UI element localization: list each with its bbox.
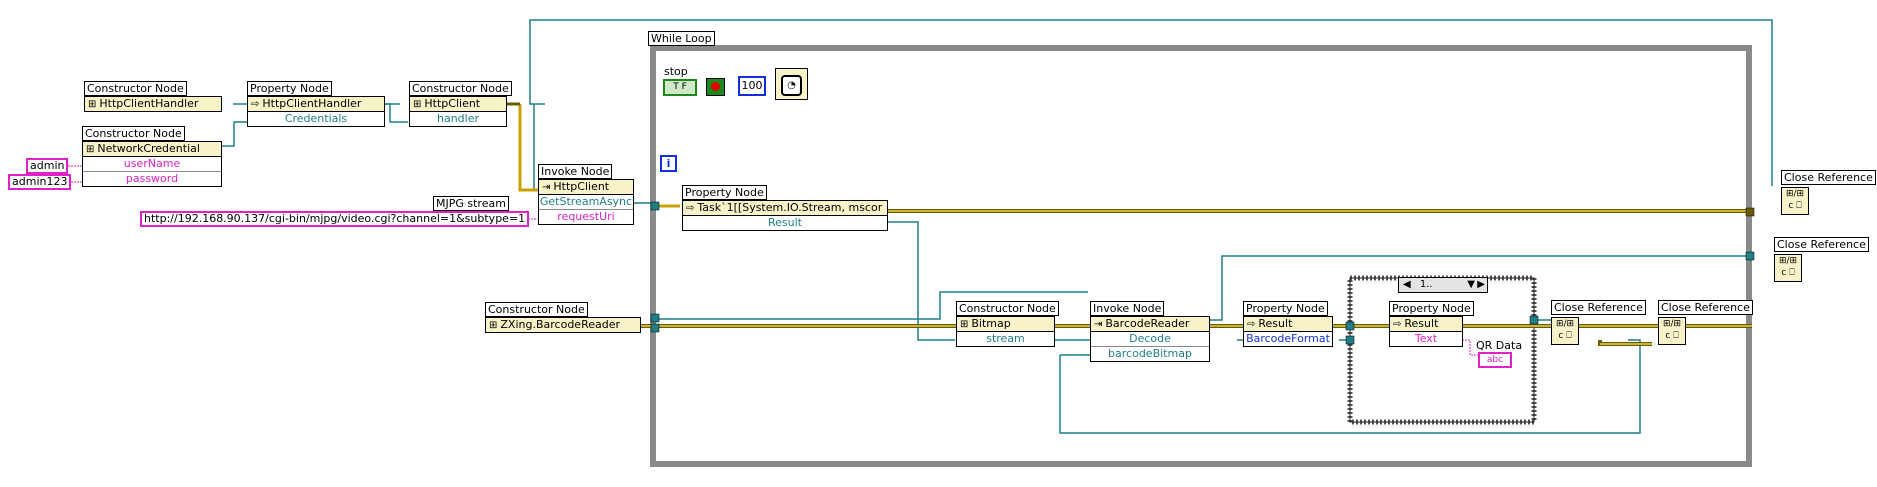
invoke-decode-item: BarcodeReader <box>1105 317 1190 330</box>
close-reference-4[interactable]: Close Reference ⊞/⊞c ⎕ <box>1658 300 1753 345</box>
password-input[interactable]: password <box>125 172 179 185</box>
close-reference-4-label: Close Reference <box>1658 300 1753 315</box>
barcodereader-ctor[interactable]: ⊞ZXing.BarcodeReader <box>485 317 641 333</box>
close-reference-1-label: Close Reference <box>1781 170 1876 185</box>
prop-task-header: Property Node <box>682 185 767 200</box>
while-loop-label: While Loop <box>648 31 715 46</box>
httpclient-ctor[interactable]: ⊞HttpClient handler <box>409 96 507 127</box>
qr-data-label: QR Data <box>1476 339 1523 352</box>
stop-boolean-control[interactable]: T F <box>663 79 697 96</box>
networkcredential-ctor-item: NetworkCredential <box>97 142 200 155</box>
close-reference-icon: ⊞/⊞c ⎕ <box>1781 187 1809 215</box>
prop-text-header: Property Node <box>1389 301 1474 316</box>
bitmap-ctor-header: Constructor Node <box>956 301 1059 316</box>
constructor-icon: ⊞ <box>960 319 969 330</box>
constructor-icon: ⊞ <box>88 99 97 110</box>
barcodereader-ctor-header: Constructor Node <box>485 302 588 317</box>
close-reference-icon: ⊞/⊞c ⎕ <box>1658 317 1686 345</box>
barcodereader-ctor-item: ZXing.BarcodeReader <box>500 318 620 331</box>
url-constant-label: MJPG stream <box>433 196 509 211</box>
property-icon: ⇨ <box>686 203 695 214</box>
httpclienthandler-ctor-item: HttpClientHandler <box>99 97 199 110</box>
close-reference-2-label: Close Reference <box>1774 237 1869 252</box>
bitmap-ctor[interactable]: ⊞Bitmap stream <box>956 316 1055 347</box>
username-input[interactable]: userName <box>83 157 221 172</box>
property-icon: ⇨ <box>1393 319 1402 330</box>
invoke-icon: ⇥ <box>542 182 551 193</box>
invoke-icon: ⇥ <box>1094 319 1103 330</box>
requesturi-input[interactable]: requestUri <box>557 210 615 223</box>
constructor-icon: ⊞ <box>489 320 498 331</box>
invoke-http-header: Invoke Node <box>538 164 613 179</box>
case-increment-icon[interactable]: ▶ <box>1477 279 1485 290</box>
prop-handler-header: Property Node <box>247 81 332 96</box>
close-reference-1[interactable]: Close Reference ⊞/⊞c ⎕ <box>1781 170 1876 215</box>
clock-icon: ◔ <box>781 75 802 96</box>
prop-text-item: Result <box>1404 317 1439 330</box>
wait-ms-constant[interactable]: 100 <box>738 76 766 96</box>
prop-result-item: Result <box>1258 317 1293 330</box>
networkcredential-ctor[interactable]: ⊞NetworkCredential userName password <box>82 141 222 187</box>
prop-handler-node[interactable]: ⇨HttpClientHandler Credentials <box>247 96 385 127</box>
invoke-barcodereader-node[interactable]: ⇥BarcodeReader Decode barcodeBitmap <box>1090 316 1210 362</box>
close-reference-3-label: Close Reference <box>1551 300 1646 315</box>
networkcredential-ctor-header: Constructor Node <box>82 126 185 141</box>
property-icon: ⇨ <box>1247 319 1256 330</box>
prop-text-node[interactable]: ⇨Result Text <box>1389 316 1463 347</box>
prop-result-node[interactable]: ⇨Result BarcodeFormat <box>1243 316 1333 347</box>
close-reference-3[interactable]: Close Reference ⊞/⊞c ⎕ <box>1551 300 1646 345</box>
constructor-icon: ⊞ <box>413 99 422 110</box>
text-property[interactable]: Text <box>1414 332 1438 345</box>
stop-terminal <box>706 78 725 96</box>
handler-input[interactable]: handler <box>436 112 479 125</box>
prop-task-item: Task`1[[System.IO.Stream, mscor <box>697 201 883 214</box>
iteration-terminal: i <box>660 155 677 172</box>
close-reference-icon: ⊞/⊞c ⎕ <box>1551 317 1579 345</box>
invoke-httpclient-node[interactable]: ⇥HttpClient GetStreamAsync requestUri <box>538 179 634 225</box>
case-selector-value: 1.. <box>1419 279 1433 290</box>
httpclienthandler-ctor[interactable]: ⊞HttpClientHandler <box>84 96 222 112</box>
stop-icon <box>711 82 720 91</box>
httpclient-ctor-header: Constructor Node <box>409 81 512 96</box>
case-decrement-icon[interactable]: ◀ <box>1403 279 1411 290</box>
credentials-property[interactable]: Credentials <box>284 112 348 125</box>
decode-method[interactable]: Decode <box>1091 332 1209 347</box>
close-reference-icon: ⊞/⊞c ⎕ <box>1774 254 1802 282</box>
getstreamasync-method[interactable]: GetStreamAsync <box>539 195 633 210</box>
username-constant[interactable]: admin <box>26 158 69 174</box>
property-icon: ⇨ <box>251 99 260 110</box>
bitmap-ctor-item: Bitmap <box>971 317 1011 330</box>
httpclienthandler-ctor-header: Constructor Node <box>84 81 187 96</box>
case-dropdown-icon[interactable]: ▼ <box>1467 279 1475 290</box>
invoke-decode-header: Invoke Node <box>1090 301 1165 316</box>
prop-result-header: Property Node <box>1243 301 1328 316</box>
invoke-http-item: HttpClient <box>553 180 610 193</box>
close-reference-2[interactable]: Close Reference ⊞/⊞c ⎕ <box>1774 237 1869 282</box>
wait-ms-node[interactable]: ◔ <box>775 68 808 100</box>
url-constant[interactable]: http://192.168.90.137/cgi-bin/mjpg/video… <box>140 211 530 227</box>
qr-data-indicator[interactable]: abc <box>1478 352 1512 368</box>
constructor-icon: ⊞ <box>86 144 95 155</box>
prop-task-node[interactable]: ⇨Task`1[[System.IO.Stream, mscor Result <box>682 200 888 231</box>
prop-handler-item: HttpClientHandler <box>262 97 362 110</box>
httpclient-ctor-item: HttpClient <box>424 97 481 110</box>
barcodeformat-property[interactable]: BarcodeFormat <box>1246 332 1330 345</box>
result-property[interactable]: Result <box>768 216 802 229</box>
password-constant[interactable]: admin123 <box>8 174 72 190</box>
stop-label: stop <box>662 65 690 78</box>
case-selector[interactable]: ◀ 1.. ▼ ▶ <box>1398 277 1488 293</box>
stream-input[interactable]: stream <box>986 332 1025 345</box>
barcodebitmap-input[interactable]: barcodeBitmap <box>1108 347 1192 360</box>
